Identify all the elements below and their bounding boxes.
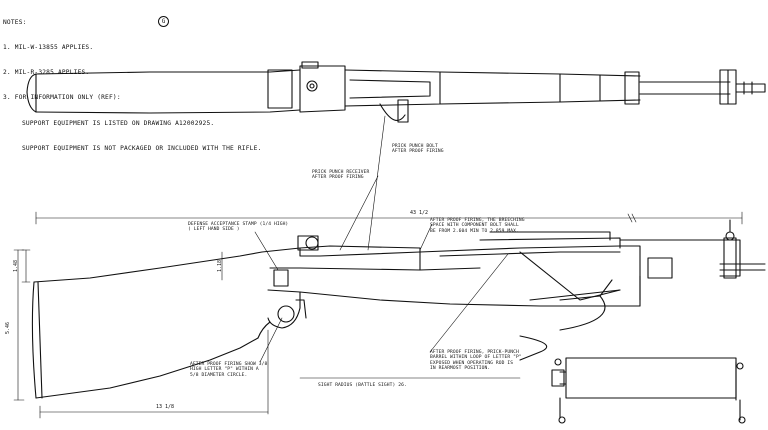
- dim-stock-drop: 1.48: [13, 259, 19, 272]
- rifle-side-view: [31, 219, 766, 399]
- callout-prick-punch-receiver: PRICK PUNCH RECEIVER AFTER PROOF FIRING: [312, 170, 370, 181]
- dimension-lines: [13, 115, 743, 419]
- note-item-3: 3. FOR INFORMATION ONLY (REF):: [3, 94, 121, 102]
- note-item-1: 1. MIL-W-13855 APPLIES.: [3, 44, 94, 52]
- notes-block: NOTES: 1. MIL-W-13855 APPLIES. 2. MIL-R-…: [3, 2, 261, 162]
- dim-grip-length: 13 1/8: [156, 404, 175, 410]
- dim-overall-length: 43 1/2: [410, 210, 429, 216]
- notes-heading: NOTES:: [3, 18, 27, 26]
- callout-proof-firing-show: AFTER PROOF FIRING SHOW 3/8 HIGH LETTER …: [190, 362, 268, 378]
- support-equipment-view: [519, 335, 746, 424]
- callout-defense-stamp: DEFENSE ACCEPTANCE STAMP (1/4 HIGH) ( LE…: [188, 222, 289, 233]
- callout-breeching-space: AFTER PROOF FIRING, THE BREECHING SPACE …: [430, 218, 525, 234]
- dim-comb-drop: 1.18: [217, 259, 223, 272]
- revision-mark: G: [158, 16, 169, 27]
- callout-sight-radius: SIGHT RADIUS (BATTLE SIGHT) 26.: [318, 383, 407, 388]
- callout-prick-punch-barrel: AFTER PROOF FIRING, PRICK-PUNCH BARREL W…: [430, 350, 522, 372]
- dim-butt-height: 5.46: [5, 321, 11, 334]
- note-sub-item-1: SUPPORT EQUIPMENT IS LISTED ON DRAWING A…: [22, 119, 215, 127]
- note-sub-item-2: SUPPORT EQUIPMENT IS NOT PACKAGED OR INC…: [22, 144, 262, 152]
- note-item-2: 2. MIL-R-3285 APPLIES.: [3, 69, 90, 77]
- rifle-top-view: [26, 61, 766, 123]
- callout-prick-punch-bolt: PRICK PUNCH BOLT AFTER PROOF FIRING: [392, 144, 444, 155]
